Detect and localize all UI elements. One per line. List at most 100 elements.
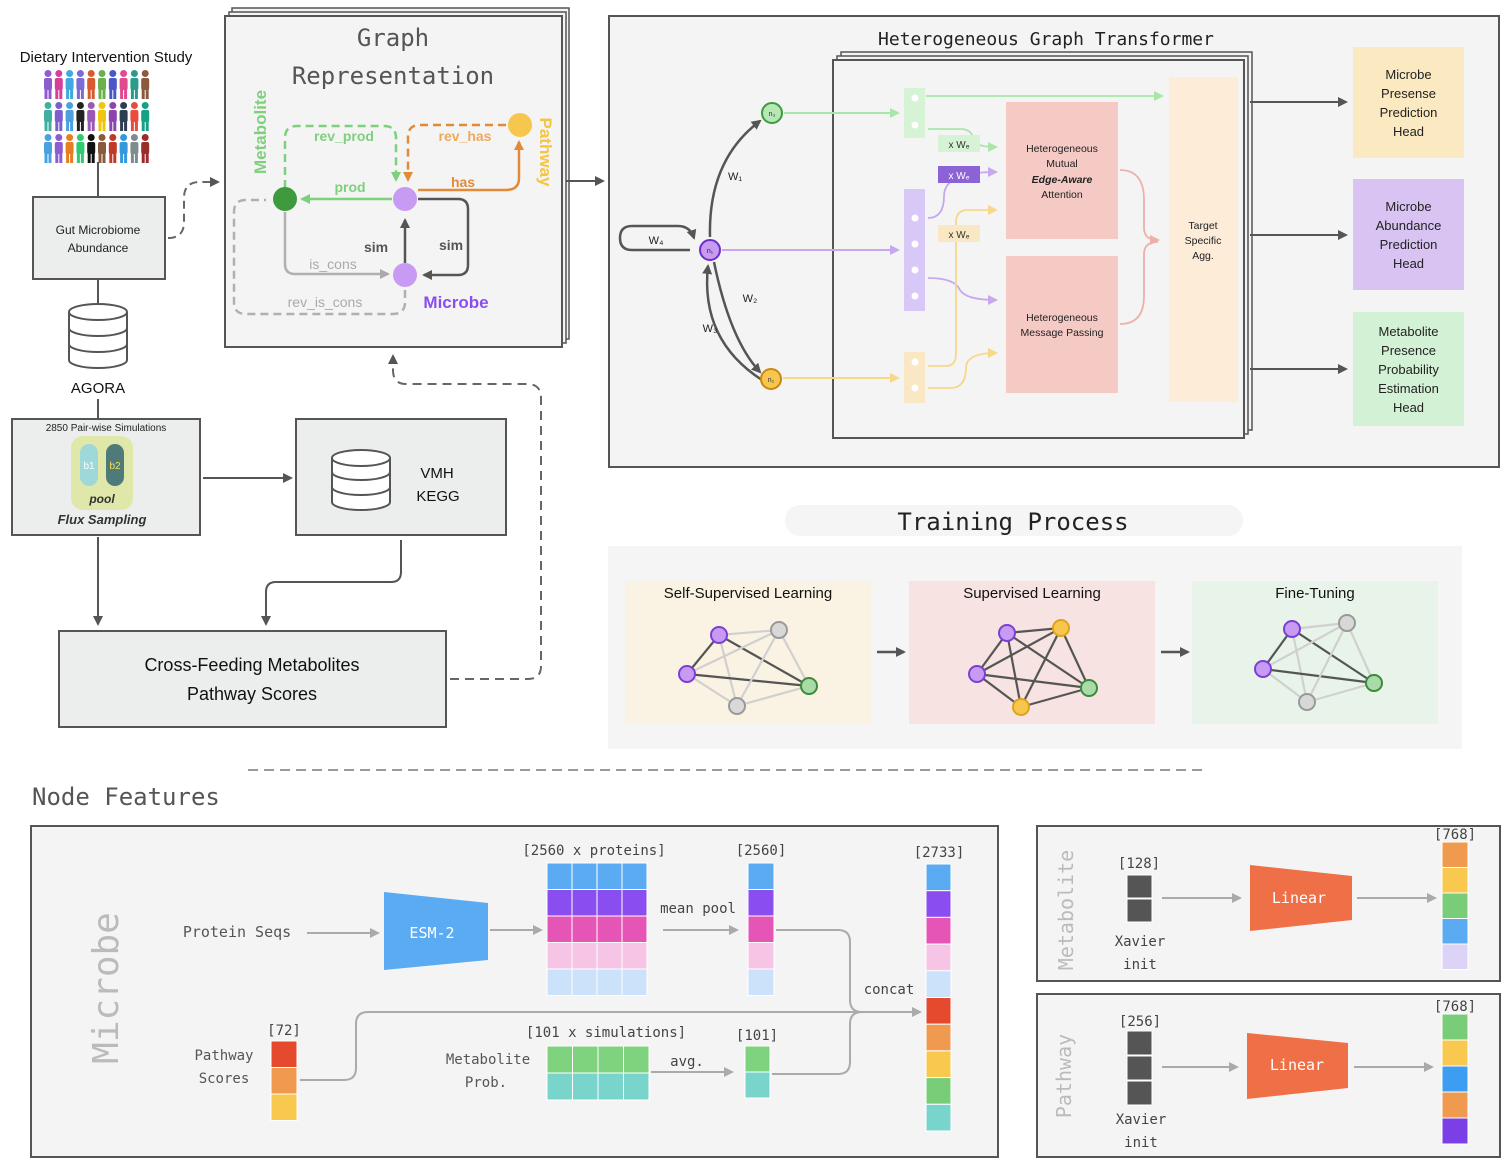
vector-cell	[925, 1077, 952, 1105]
crossfeed-line1: Cross-Feeding Metabolites	[144, 655, 359, 675]
b1-capsule	[80, 444, 98, 486]
prediction-head-box	[1353, 47, 1464, 158]
gut-box-line1: Gut Microbiome	[56, 223, 141, 237]
microbe-feature-panel	[30, 825, 999, 1158]
message-line1: Heterogeneous	[1026, 312, 1098, 324]
graph-edge	[1290, 628, 1309, 703]
person-icon	[130, 70, 139, 99]
person-icon	[65, 134, 74, 163]
graph-node	[710, 626, 728, 644]
attention-line1: Heterogeneous	[1026, 143, 1098, 155]
person-icon	[119, 70, 128, 99]
vector-cell	[1441, 1013, 1469, 1041]
matrix-cell	[571, 942, 598, 970]
message-passing-block	[1006, 256, 1118, 393]
we-box-2	[938, 166, 980, 183]
agora-label: AGORA	[71, 380, 125, 397]
graph-node	[998, 624, 1016, 642]
vector-cell	[925, 890, 952, 918]
target-agg-block	[1169, 77, 1238, 402]
vector-cell	[925, 863, 952, 892]
graph-edge	[686, 629, 780, 675]
b2-label: b2	[109, 461, 121, 472]
matrix-cell	[596, 862, 623, 890]
protein-seqs-label: Protein Seqs	[183, 923, 291, 941]
person-icon	[44, 102, 52, 131]
matrix-cell	[546, 968, 573, 996]
hgt-node-n1	[699, 239, 721, 261]
person-icon	[54, 102, 63, 131]
training-stage-label: Fine-Tuning	[1275, 585, 1354, 602]
training-title-pill	[785, 505, 1243, 536]
vector-cell	[925, 943, 952, 972]
edge-label-sim-2: sim	[439, 237, 463, 253]
vector-cell	[1441, 1091, 1469, 1119]
graph-node	[1052, 619, 1070, 637]
graph-edges	[232, 123, 524, 316]
person-icon	[65, 70, 74, 99]
attention-line4: Attention	[1041, 189, 1083, 201]
graph-rep-title-line1: Graph	[357, 24, 429, 52]
metabolite-dim-out: [768]	[1434, 827, 1476, 843]
microbe-node-label: Microbe	[423, 293, 488, 312]
matrix-cell	[596, 915, 623, 943]
target-line2: Specific	[1185, 235, 1222, 247]
vector-cell	[925, 997, 952, 1025]
graph-edge	[1291, 628, 1375, 684]
metabolite-prob-label-1: Metabolite	[446, 1052, 530, 1068]
edge-label-rev-is-cons: rev_is_cons	[288, 294, 363, 310]
metabolite-linear-layer	[1250, 865, 1352, 931]
matrix-cell	[621, 942, 648, 970]
matrix-cell	[621, 915, 648, 943]
graph-edge	[976, 627, 1062, 675]
graph-node	[1012, 698, 1030, 716]
pathway-dim-out: [768]	[1434, 999, 1476, 1015]
target-line1: Target	[1188, 220, 1217, 232]
prediction-heads: MicrobePresensePredictionHeadMicrobeAbun…	[1353, 47, 1464, 426]
pathway-xavier-1: Xavier	[1116, 1112, 1167, 1128]
dim-2560-label: [2560]	[736, 843, 787, 859]
matrix-cell	[571, 889, 598, 917]
person-icon	[119, 102, 128, 131]
person-icon	[87, 70, 96, 99]
vector-cell	[747, 889, 775, 917]
matrix-cell	[621, 968, 648, 996]
vmh-database-icon	[331, 449, 391, 511]
vector-cell	[925, 1103, 952, 1132]
people-icon-grid	[44, 70, 150, 163]
graph-edge	[1060, 627, 1090, 689]
graph-edge	[1262, 667, 1375, 685]
attention-line3: Edge-Aware	[1032, 174, 1093, 186]
dim-101-label: [101]	[736, 1028, 778, 1044]
matrix-cell	[572, 1045, 599, 1074]
graph-node	[968, 665, 986, 683]
edge-label-sim-1: sim	[364, 239, 388, 255]
person-icon	[98, 134, 106, 163]
vector-cell	[925, 1023, 952, 1052]
flux-sampling-label: Flux Sampling	[58, 512, 147, 527]
matrix-cell	[572, 1072, 599, 1101]
person-icon	[76, 70, 85, 99]
vector-cell	[747, 915, 775, 943]
graph-edge	[1020, 686, 1090, 709]
graph-edge	[1006, 626, 1062, 635]
person-icon	[87, 134, 96, 163]
person-icon	[76, 102, 85, 131]
edge-label-prod: prod	[334, 179, 365, 195]
vector-cell	[1441, 1065, 1469, 1093]
graph-edge	[1306, 681, 1375, 704]
vector-cell	[744, 1045, 771, 1073]
matrix-cell	[623, 1072, 650, 1101]
w3-label: W₃	[703, 323, 718, 335]
gut-microbiome-box	[32, 196, 166, 280]
vector-cell	[1441, 1117, 1469, 1145]
edge-label-rev-has: rev_has	[439, 128, 492, 144]
prediction-head-line: Microbe	[1385, 199, 1431, 214]
person-icon	[44, 134, 52, 163]
person-icon	[108, 70, 117, 99]
person-icon	[130, 102, 139, 131]
prediction-head-line: Head	[1393, 124, 1424, 139]
crossfeed-box	[58, 630, 447, 728]
prediction-head-box	[1353, 312, 1464, 426]
graph-edge	[1006, 632, 1090, 689]
